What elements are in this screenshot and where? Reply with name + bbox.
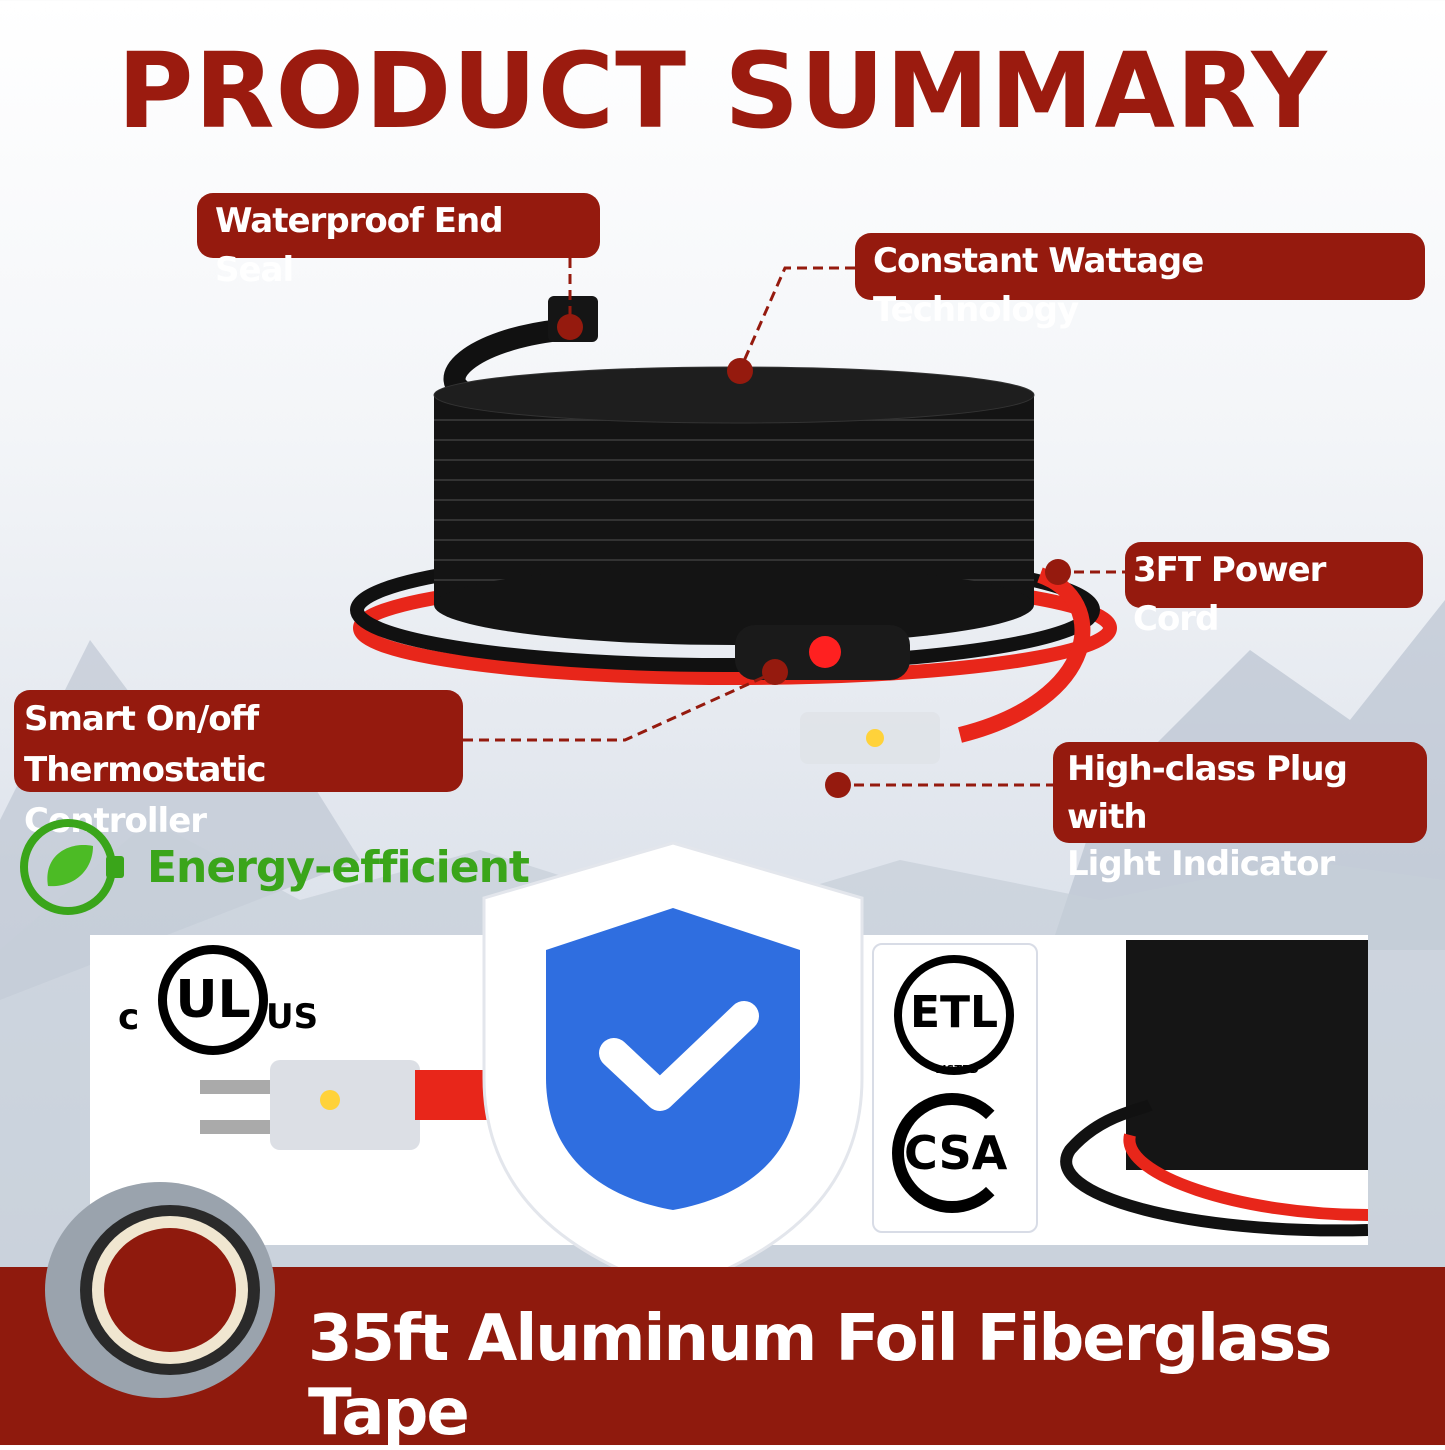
etl-csa-box: ETL LISTED CSA — [872, 943, 1038, 1233]
page-title: PRODUCT SUMMARY — [117, 30, 1328, 152]
energy-efficient-label: Energy-efficient — [147, 842, 530, 893]
callout-line: Light Indicator — [1067, 844, 1335, 885]
etl-logo: ETL — [894, 955, 1014, 1075]
foil-tape-roll-icon — [45, 1182, 275, 1398]
callout-line: Smart On/off — [24, 699, 259, 739]
ul-us-text: US — [266, 997, 319, 1037]
callout-thermostatic-controller: Smart On/off Thermostatic Controller — [14, 690, 463, 841]
ul-c-text: c — [118, 997, 140, 1038]
ul-certification-logo: c UL US — [118, 945, 318, 1057]
coil-closeup-image — [1060, 940, 1368, 1237]
callout-waterproof-end-seal: Waterproof End Seal — [197, 193, 600, 290]
callout-plug-indicator: High-class Plug with Light Indicator — [1053, 742, 1427, 884]
callout-line: High-class Plug with — [1067, 749, 1348, 837]
etl-listed-text: LISTED — [935, 1063, 979, 1076]
ul-mark: UL — [158, 945, 268, 1055]
banner-text: 35ft Aluminum Foil Fiberglass Tape — [308, 1302, 1332, 1450]
callout-constant-wattage: Constant Wattage Technology — [855, 233, 1425, 330]
csa-logo: CSA — [892, 1093, 1012, 1213]
callout-power-cord: 3FT Power Cord — [1125, 542, 1423, 639]
plug-image — [200, 1060, 490, 1150]
verified-shield-icon — [482, 841, 864, 1292]
leaf-plug-icon — [20, 819, 124, 915]
